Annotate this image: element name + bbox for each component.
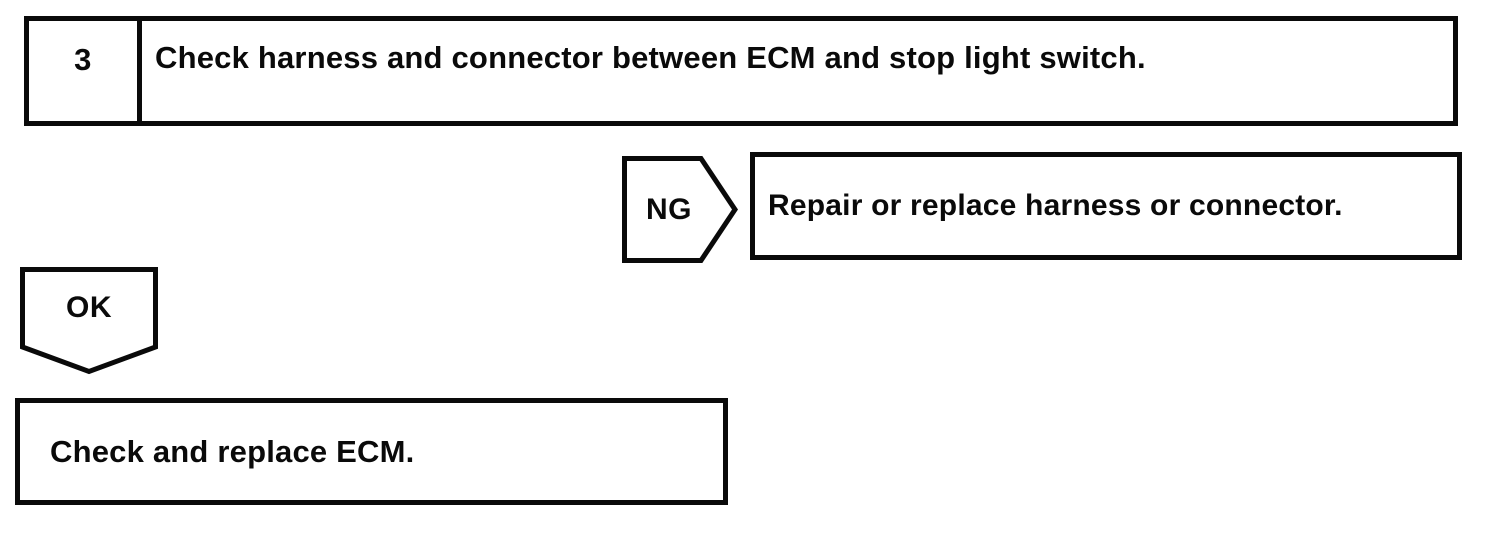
- ng-action-text: Repair or replace harness or connector.: [768, 189, 1343, 222]
- ng-label: NG: [646, 192, 692, 226]
- ok-connector: OK: [20, 267, 158, 375]
- step-box: 3 Check harness and connector between EC…: [24, 16, 1458, 126]
- ok-arrow-down-icon: [20, 267, 158, 375]
- step-instruction: Check harness and connector between ECM …: [155, 40, 1146, 75]
- ok-action-text: Check and replace ECM.: [50, 433, 415, 469]
- ng-connector: NG: [622, 156, 738, 263]
- ng-action-box: Repair or replace harness or connector.: [750, 152, 1462, 260]
- ok-action-box: Check and replace ECM.: [15, 398, 728, 505]
- ng-arrow-right-icon: [622, 156, 738, 263]
- step-number: 3: [29, 21, 142, 121]
- ok-label: OK: [66, 290, 112, 324]
